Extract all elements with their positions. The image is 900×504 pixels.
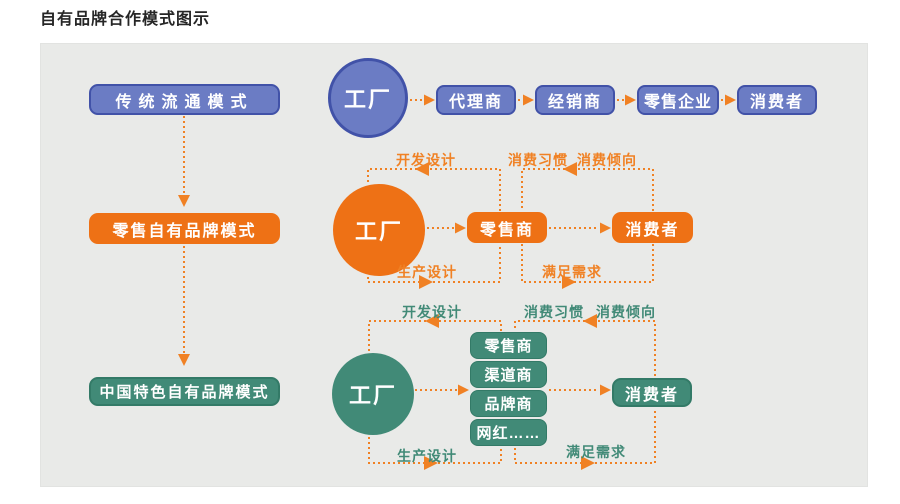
retailer-box: 零售商 bbox=[467, 212, 547, 243]
chain-node-retail-enterprise: 零售企业 bbox=[637, 85, 719, 115]
chain-node-distributor: 经销商 bbox=[535, 85, 615, 115]
label-meet-demand-middle: 满足需求 bbox=[542, 264, 602, 280]
arrowheads bbox=[178, 94, 736, 470]
label-consumption-tendency-bottom: 消费倾向 bbox=[596, 304, 656, 320]
label-production-design-middle: 生产设计 bbox=[397, 264, 457, 280]
stack-node-retailer: 零售商 bbox=[470, 332, 547, 359]
mode-box-traditional: 传统流通模式 bbox=[89, 84, 280, 115]
factory-circle-retail: 工厂 bbox=[333, 184, 425, 276]
label-develop-design-bottom: 开发设计 bbox=[402, 304, 462, 320]
stack-node-influencer: 网红…… bbox=[470, 419, 547, 446]
diagram-panel bbox=[40, 43, 868, 487]
label-consumption-habit-middle: 消费习惯 bbox=[508, 152, 568, 168]
label-production-design-bottom: 生产设计 bbox=[397, 448, 457, 464]
factory-circle-china: 工厂 bbox=[332, 353, 414, 435]
consumer-box-middle: 消费者 bbox=[612, 212, 693, 243]
factory-circle-traditional: 工厂 bbox=[328, 58, 408, 138]
label-develop-design-middle: 开发设计 bbox=[396, 152, 456, 168]
label-consumption-habit-bottom: 消费习惯 bbox=[524, 304, 584, 320]
mode-box-retail-private-brand: 零售自有品牌模式 bbox=[89, 213, 280, 244]
page-title: 自有品牌合作模式图示 bbox=[40, 11, 211, 28]
stack-node-channel: 渠道商 bbox=[470, 361, 547, 388]
consumer-box-bottom: 消费者 bbox=[612, 378, 692, 407]
label-consumption-tendency-middle: 消费倾向 bbox=[577, 152, 637, 168]
chain-node-agent: 代理商 bbox=[436, 85, 516, 115]
label-meet-demand-bottom: 满足需求 bbox=[566, 444, 626, 460]
chain-node-consumer: 消费者 bbox=[737, 85, 817, 115]
mode-box-china-private-brand: 中国特色自有品牌模式 bbox=[89, 377, 280, 406]
stack-node-brand: 品牌商 bbox=[470, 390, 547, 417]
